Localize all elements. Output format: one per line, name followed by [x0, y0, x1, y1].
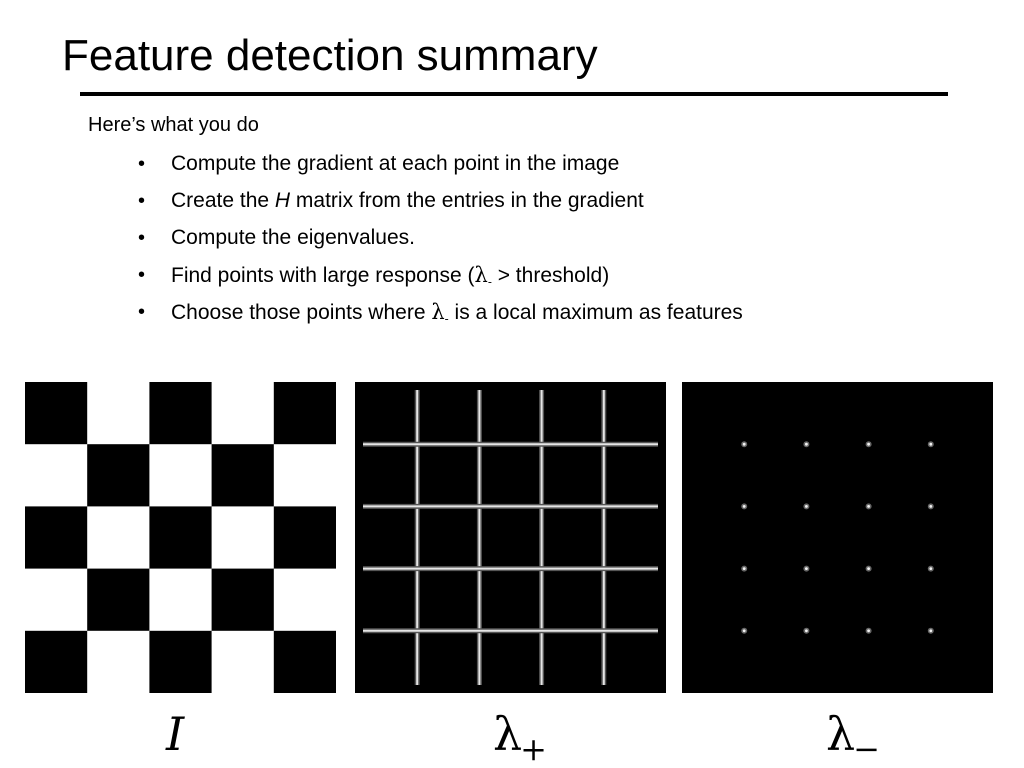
- h-matrix-symbol: H: [274, 189, 291, 212]
- lambda-minus-symbol: λ-: [431, 300, 449, 326]
- checker-cell: [273, 506, 336, 570]
- checker-cell: [25, 444, 88, 507]
- checker-cell: [149, 506, 213, 570]
- step-text: Compute the eigenvalues.: [171, 226, 415, 249]
- corner-point: [867, 567, 870, 570]
- step-text: Compute the gradient at each point in th…: [171, 152, 620, 175]
- lambda-minus-image: [682, 382, 993, 693]
- caption-lambda-plus: λ+: [493, 706, 547, 768]
- checker-cell: [25, 506, 88, 570]
- bullet-marker: •: [138, 227, 146, 249]
- corner-point: [929, 505, 933, 508]
- checker-cell: [25, 630, 88, 693]
- intro-text: Here’s what you do: [88, 114, 259, 136]
- checker-cell: [149, 568, 213, 632]
- title-underline: [80, 92, 948, 96]
- corner-point: [929, 629, 933, 633]
- caption-subscript: −: [853, 730, 880, 768]
- lambda-minus-symbol: λ-: [474, 263, 492, 289]
- corner-point: [742, 629, 746, 633]
- corner-point: [929, 442, 933, 446]
- corner-point: [742, 442, 746, 446]
- steps-list: • Compute the gradient at each point in …: [138, 150, 743, 335]
- checker-cell: [87, 630, 150, 693]
- corner-point: [805, 567, 808, 570]
- corner-point: [805, 442, 808, 446]
- checker-cell: [87, 444, 150, 507]
- corner-point: [867, 629, 870, 633]
- step-text-before: Find points with large response (: [171, 264, 475, 287]
- lambda-subscript: -: [444, 312, 449, 326]
- checker-cell: [211, 506, 275, 570]
- checker-cell: [87, 506, 150, 570]
- checker-cell: [273, 444, 336, 507]
- step-text-before: Choose those points where: [171, 301, 432, 324]
- caption-subscript: +: [520, 730, 547, 768]
- lambda-subscript: -: [487, 275, 492, 289]
- checker-cell: [149, 382, 213, 445]
- corner-point: [867, 442, 870, 446]
- checker-cell: [25, 382, 88, 445]
- checkerboard-canvas: [25, 382, 336, 693]
- caption-lambda-minus: λ−: [826, 706, 880, 768]
- checker-cell: [273, 568, 336, 632]
- step-text-after: > threshold): [491, 264, 610, 287]
- corner-point: [929, 567, 933, 570]
- list-item: • Compute the eigenvalues.: [138, 224, 743, 261]
- step-text-after: matrix from the entries in the gradient: [290, 189, 644, 212]
- step-text: Choose those points where λ- is a local …: [171, 298, 743, 333]
- checker-cell: [149, 444, 213, 507]
- checker-cell: [149, 630, 213, 693]
- lambda-minus-canvas: [741, 441, 934, 634]
- checker-cell: [273, 630, 336, 693]
- checker-cell: [87, 382, 150, 445]
- checkerboard-image: [25, 382, 336, 693]
- caption-lambda-glyph: λ: [826, 707, 856, 761]
- bullet-marker: •: [138, 264, 146, 286]
- lambda-plus-canvas: [363, 390, 658, 685]
- step-text-after: is a local maximum as features: [448, 301, 743, 324]
- checker-cell: [211, 444, 275, 507]
- corner-point: [805, 505, 808, 508]
- step-text: Find points with large response (λ- > th…: [171, 261, 609, 296]
- lambda-glyph: λ: [474, 263, 488, 287]
- bullet-marker: •: [138, 190, 146, 212]
- checker-cell: [211, 382, 275, 445]
- corner-point: [742, 567, 746, 570]
- list-item: • Compute the gradient at each point in …: [138, 150, 743, 187]
- bullet-marker: •: [138, 153, 146, 175]
- caption-image-i: I: [166, 707, 185, 761]
- step-text-before: Create the: [171, 189, 275, 212]
- checker-cell: [25, 568, 88, 632]
- bullet-marker: •: [138, 301, 146, 323]
- corner-point: [742, 505, 746, 508]
- lambda-plus-image: [355, 382, 666, 693]
- checker-cell: [87, 568, 150, 632]
- checker-cell: [211, 630, 275, 693]
- corner-point: [805, 629, 808, 633]
- checker-cell: [273, 382, 336, 445]
- caption-lambda-glyph: λ: [493, 707, 523, 761]
- corner-point: [867, 505, 870, 508]
- list-item: • Choose those points where λ- is a loca…: [138, 298, 743, 335]
- list-item: • Create the H matrix from the entries i…: [138, 187, 743, 224]
- checker-cell: [211, 568, 275, 632]
- slide-title: Feature detection summary: [62, 31, 598, 80]
- list-item: • Find points with large response (λ- > …: [138, 261, 743, 298]
- step-text: Create the H matrix from the entries in …: [171, 187, 644, 215]
- lambda-glyph: λ: [431, 300, 445, 324]
